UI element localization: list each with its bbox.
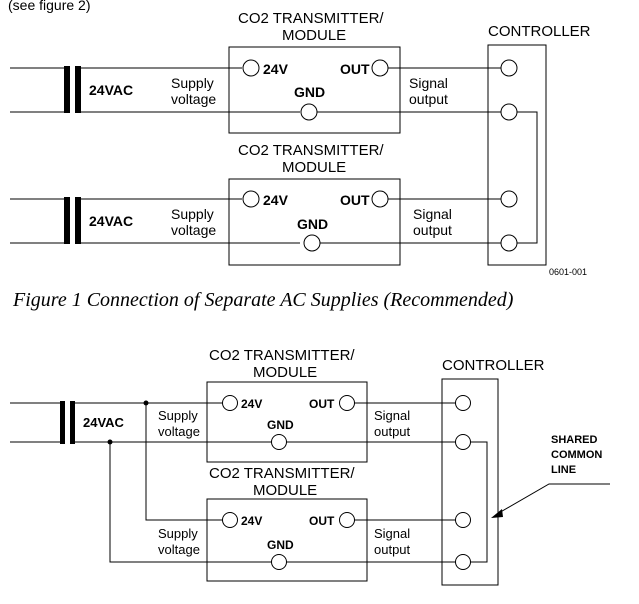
signal-label-2b-l2: output (374, 542, 411, 557)
controller-terminal-2a (455, 395, 471, 411)
controller-terminal-1d (500, 234, 518, 252)
supply-label-1a-l2: voltage (171, 91, 216, 107)
label-24v-1b: 24V (263, 192, 289, 208)
supply-label-2b-l2: voltage (158, 542, 200, 557)
module-box-2a (206, 381, 368, 463)
shared-label-l2: COMMON (551, 449, 602, 461)
top-partial-text: (see figure 2) (8, 0, 90, 13)
module-box-2b (206, 498, 368, 582)
terminal-gnd-1a (300, 103, 318, 121)
shared-label-l3: LINE (551, 464, 576, 476)
label-out-2b: OUT (309, 514, 335, 528)
signal-label-1b-l2: output (413, 222, 452, 238)
transformer-label-1b: 24VAC (89, 213, 133, 229)
transformer-label-2: 24VAC (83, 415, 125, 430)
signal-label-2a-l1: Signal (374, 408, 410, 423)
label-24v-2b: 24V (241, 514, 262, 528)
transformer-core-2 (60, 401, 65, 444)
label-gnd-2b: GND (267, 538, 294, 552)
controller-terminal-1c (500, 190, 518, 208)
controller-terminal-1b (500, 103, 518, 121)
shared-label-l1: SHARED (551, 434, 598, 446)
label-gnd-2a: GND (267, 418, 294, 432)
supply-label-2a-l2: voltage (158, 424, 200, 439)
signal-label-2b-l1: Signal (374, 526, 410, 541)
supply-label-1b-l2: voltage (171, 222, 216, 238)
shared-pointer-line (496, 483, 610, 515)
label-out-2a: OUT (309, 397, 335, 411)
transformer-core-1b (64, 197, 70, 244)
terminal-24v-1a (242, 59, 260, 77)
module-box-1a (228, 46, 401, 134)
terminal-out-2a (339, 395, 355, 411)
terminal-gnd-1b (303, 234, 321, 252)
shared-arrow-head (491, 509, 503, 518)
label-gnd-1b: GND (297, 216, 328, 232)
module-title-2a-line2: MODULE (253, 364, 317, 381)
module-title-1b-line2: MODULE (282, 159, 346, 176)
transformer-label-1a: 24VAC (89, 82, 133, 98)
signal-label-2a-l2: output (374, 424, 411, 439)
controller-box-1 (487, 44, 547, 266)
module-title-2a-line1: CO2 TRANSMITTER/ (209, 347, 355, 364)
supply-label-1b-l1: Supply (171, 206, 214, 222)
supply-label-2b-l1: Supply (158, 526, 198, 541)
signal-label-1a-l1: Signal (409, 75, 448, 91)
controller-terminal-1a (500, 59, 518, 77)
signal-label-1a-l2: output (409, 91, 448, 107)
terminal-24v-1b (242, 190, 260, 208)
label-24v-2a: 24V (241, 397, 262, 411)
transformer-core-1a (64, 66, 70, 113)
figure-2: CONTROLLER CO2 TRANSMITTER/ MODULE CO2 T… (10, 347, 610, 586)
shared-common-wire (470, 441, 488, 563)
terminal-24v-2a (222, 395, 238, 411)
controller-terminal-2c (455, 512, 471, 528)
label-24v-1a: 24V (263, 61, 289, 77)
controller-terminal-2b (455, 434, 471, 450)
terminal-gnd-2a (271, 434, 287, 450)
module-title-1b-line1: CO2 TRANSMITTER/ (238, 142, 384, 159)
module-title-1a-line1: CO2 TRANSMITTER/ (238, 10, 384, 27)
module-title-2b-line2: MODULE (253, 482, 317, 499)
supply-label-1a-l1: Supply (171, 75, 214, 91)
controller-loop-wire-1 (517, 111, 538, 244)
controller-label-2: CONTROLLER (442, 357, 545, 374)
module-box-1b (228, 178, 401, 266)
controller-label-1: CONTROLLER (488, 23, 591, 40)
label-gnd-1a: GND (294, 84, 325, 100)
terminal-out-1a (371, 59, 389, 77)
terminal-out-1b (371, 190, 389, 208)
figure-1: (see figure 2) CONTROLLER CO2 TRANSMITTE… (8, 0, 591, 311)
module-title-2b-line1: CO2 TRANSMITTER/ (209, 465, 355, 482)
terminal-24v-2b (222, 512, 238, 528)
signal-label-1b-l1: Signal (413, 206, 452, 222)
figure-code: 0601-001 (549, 267, 587, 277)
controller-box-2 (441, 378, 499, 586)
terminal-out-2b (339, 512, 355, 528)
figure-1-caption: Figure 1 Connection of Separate AC Suppl… (12, 289, 514, 311)
controller-terminal-2d (455, 554, 471, 570)
module-title-1a-line2: MODULE (282, 27, 346, 44)
label-out-1a: OUT (340, 61, 370, 77)
supply-label-2a-l1: Supply (158, 408, 198, 423)
label-out-1b: OUT (340, 192, 370, 208)
terminal-gnd-2b (271, 554, 287, 570)
